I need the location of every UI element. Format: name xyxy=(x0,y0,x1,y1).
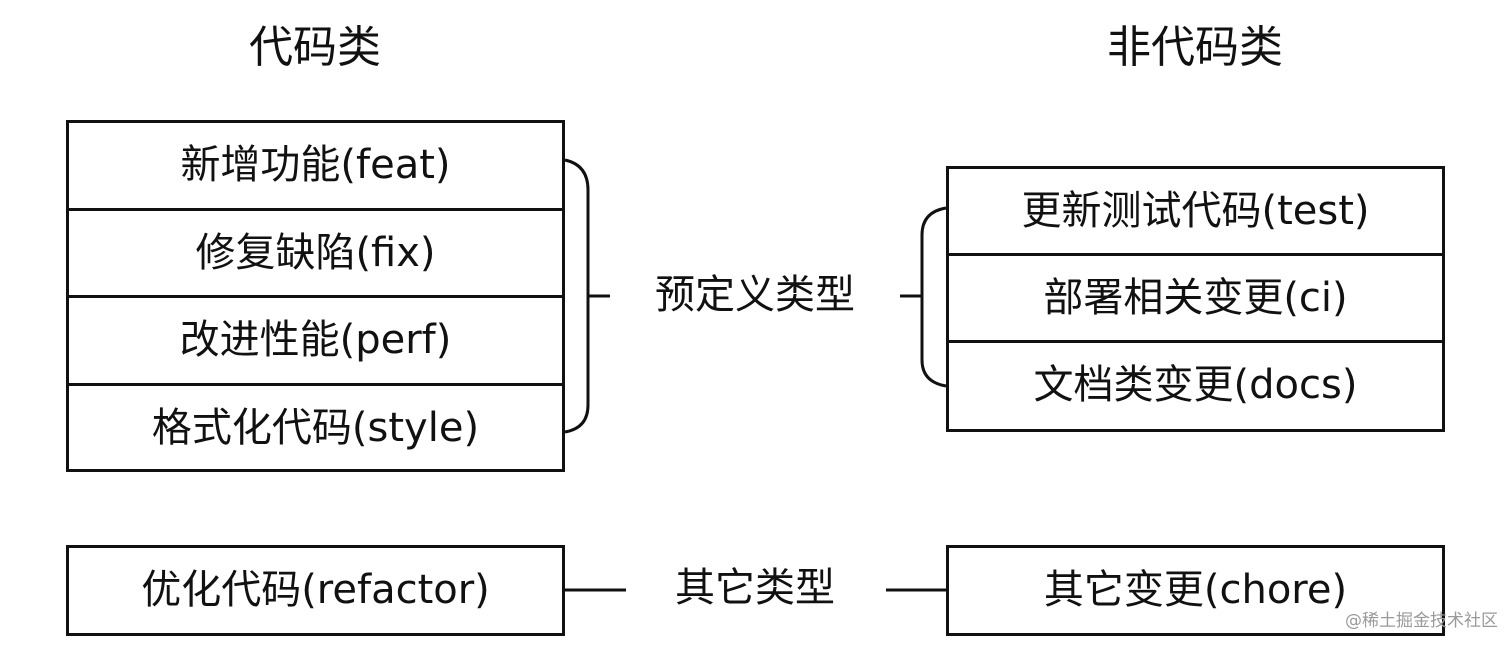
noncode-type-docs: 文档类变更(docs) xyxy=(1033,362,1358,408)
code-type-feat: 新增功能(feat) xyxy=(69,123,562,211)
noncode-type-ci: 部署相关变更(ci) xyxy=(949,256,1442,343)
predefined-types-label: 预定义类型 xyxy=(655,272,855,318)
left-brace xyxy=(564,158,590,434)
noncode-types-box: 更新测试代码(test) 部署相关变更(ci) 文档类变更(docs) xyxy=(946,166,1445,432)
code-type-style: 格式化代码(style) xyxy=(151,404,480,451)
right-brace xyxy=(920,206,947,388)
other-code-type-refactor: 优化代码(refactor) xyxy=(66,545,565,636)
code-types-box: 新增功能(feat) 修复缺陷(fix) 改进性能(perf) 格式化代码(st… xyxy=(66,120,565,472)
code-type-fix: 修复缺陷(fix) xyxy=(69,211,562,298)
other-noncode-type-chore: 其它变更(chore) xyxy=(946,545,1445,636)
code-category-heading: 代码类 xyxy=(249,22,381,73)
noncode-type-test: 更新测试代码(test) xyxy=(949,169,1442,256)
other-types-label: 其它类型 xyxy=(675,565,835,611)
noncode-category-heading: 非代码类 xyxy=(1107,22,1283,73)
code-type-perf: 改进性能(perf) xyxy=(69,298,562,386)
watermark: @稀土掘金技术社区 xyxy=(1345,611,1498,631)
